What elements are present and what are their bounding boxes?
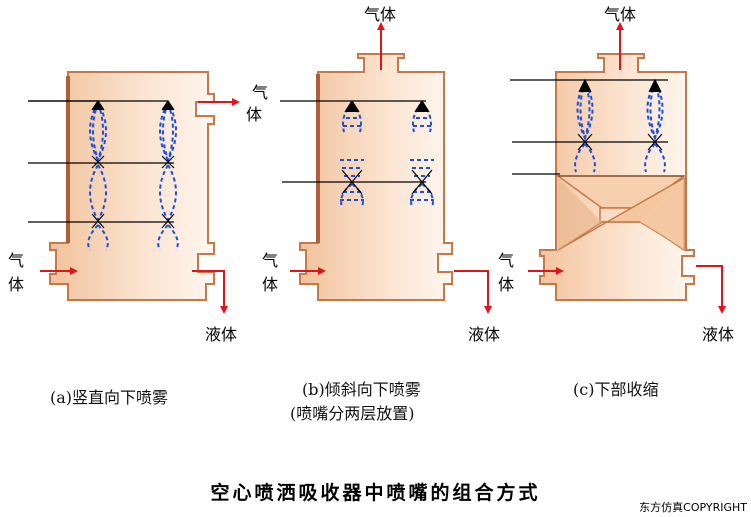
gas-in-label-1: 气 <box>498 251 514 270</box>
liquid-out-label: 液体 <box>468 325 500 344</box>
caption-a: (a)竖直向下喷雾 <box>50 388 169 407</box>
gas-out-label: 气体 <box>364 5 396 24</box>
copyright-text: 东方仿真COPYRIGHT <box>639 501 747 514</box>
vessel-a-body <box>49 71 215 301</box>
nozzle-tips-c <box>577 78 663 151</box>
gas-out-label: 气体 <box>604 5 636 24</box>
absorber-b: 气体 气 体 液体 <box>262 5 500 344</box>
liquid-out-arrow <box>192 270 228 314</box>
gas-in-label-1: 气 <box>8 251 24 270</box>
liquid-out-label: 液体 <box>702 325 734 344</box>
caption-c: (c)下部收缩 <box>573 380 659 399</box>
gas-out-label-1: 气 <box>252 83 268 102</box>
gas-out-label-2: 体 <box>246 105 262 124</box>
shade-right <box>640 178 684 250</box>
absorber-diagram: 气 体 气 体 液体 <box>8 5 734 344</box>
gas-in-label-2: 体 <box>498 275 514 294</box>
caption-b-sub: (喷嘴分两层放置) <box>290 404 415 423</box>
spray-pattern-a <box>87 102 179 251</box>
caption-b: (b)倾斜向下喷雾 <box>302 380 421 399</box>
liquid-out-label: 液体 <box>205 325 237 344</box>
liquid-out-arrow <box>696 265 726 314</box>
nozzle-tips-b <box>341 99 433 195</box>
gas-in-label-1: 气 <box>262 251 278 270</box>
figure-title: 空心喷洒吸收器中喷嘴的组合方式 <box>210 482 541 504</box>
gas-in-label-2: 体 <box>8 275 24 294</box>
absorber-c: 气体 气 体 液体 <box>498 5 734 344</box>
shade-left <box>558 178 602 250</box>
absorber-a: 气 体 气 体 液体 <box>8 71 268 344</box>
spray-pattern-c <box>574 81 666 173</box>
nozzle-tips-a <box>91 99 175 229</box>
liquid-out-arrow <box>454 270 492 314</box>
gas-in-label-2: 体 <box>262 275 278 294</box>
